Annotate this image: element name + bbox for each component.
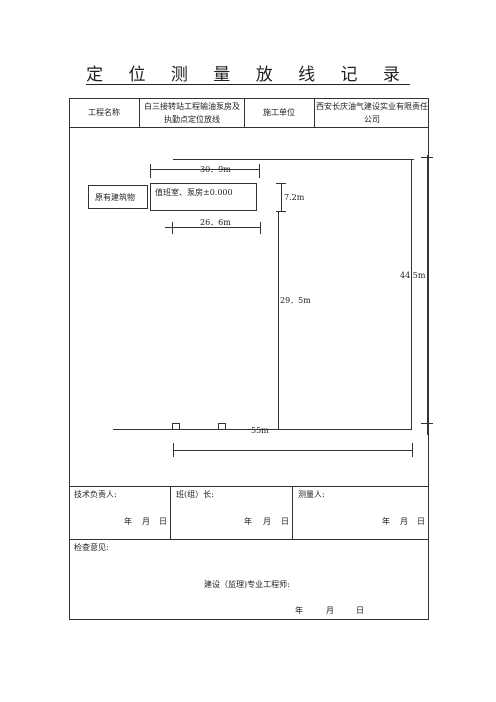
signature-divider-1 — [170, 486, 171, 539]
signature-divider-2 — [292, 486, 293, 539]
top-boundary-line — [173, 159, 414, 160]
page-title: 定 位 测 量 放 线 记 录 — [86, 65, 410, 85]
surveyor-day: 日 — [417, 517, 425, 526]
dim-label-26-6: 26．6m — [200, 218, 231, 227]
dim-label-29-5: 29．5m — [280, 296, 311, 305]
contractor-value: 西安长庆油气建设实业有限责任公司 — [316, 101, 428, 124]
record-form — [69, 98, 429, 620]
dim-tick-26-6-right — [260, 222, 261, 234]
dim-tick-55-right — [412, 443, 413, 457]
header-divider-2 — [244, 98, 245, 127]
team-lead-day: 日 — [281, 517, 289, 526]
duty-room-box — [150, 183, 257, 211]
supervising-engineer-label: 建设（监理)专业工程师: — [204, 580, 290, 589]
header-divider-1 — [139, 98, 140, 127]
dim-tick-7-2-bottom — [276, 211, 286, 212]
site-right-line — [411, 159, 412, 430]
header-divider-3 — [314, 98, 315, 127]
project-name-value: 白三接转站工程输油泵房及执勤点定位放线 — [144, 101, 240, 124]
dim-line-7-2 — [281, 183, 282, 211]
surveyor-month: 月 — [400, 517, 408, 526]
dim-label-55: 55m — [251, 426, 269, 435]
road-line — [113, 429, 278, 430]
site-bottom-line — [278, 429, 412, 430]
dim-tick-7-2-top — [276, 183, 286, 184]
tech-lead-day: 日 — [159, 517, 167, 526]
existing-building-box — [88, 185, 148, 209]
dim-tick-44-5-bottom — [421, 423, 433, 424]
dim-tick-26-6-left — [172, 222, 173, 234]
signature-top-line — [69, 486, 429, 487]
dim-tick-30-9-left — [150, 164, 151, 178]
existing-building-label: 原有建筑物 — [95, 193, 135, 202]
surveyor-year: 年 — [382, 517, 390, 526]
signature-bottom-line — [69, 539, 429, 540]
dim-line-55 — [173, 450, 412, 451]
dim-line-30-9 — [150, 169, 259, 170]
tech-lead-year: 年 — [124, 517, 132, 526]
inspection-day: 日 — [356, 606, 364, 615]
dim-tick-44-5-top — [421, 157, 433, 158]
dim-line-44-5 — [427, 155, 428, 435]
team-lead-month: 月 — [263, 517, 271, 526]
inspection-month: 月 — [326, 606, 334, 615]
team-lead-year: 年 — [244, 517, 252, 526]
project-name-label: 工程名称 — [88, 108, 120, 117]
inspection-label: 检查意见: — [74, 543, 109, 552]
tech-lead-month: 月 — [142, 517, 150, 526]
marker-left — [172, 423, 180, 430]
site-left-line — [278, 211, 279, 430]
dim-tick-30-9-right — [259, 164, 260, 178]
dim-line-26-6 — [165, 227, 260, 228]
marker-right — [218, 423, 226, 430]
contractor-label: 施工单位 — [263, 108, 295, 117]
inspection-year: 年 — [295, 606, 303, 615]
duty-room-label: 值班室、泵房±0.000 — [155, 188, 233, 197]
dim-label-30-9: 30．9m — [200, 165, 231, 174]
team-lead-label: 班(组）长: — [176, 490, 214, 499]
surveyor-label: 测量人: — [298, 490, 325, 499]
header-bottom-line — [69, 127, 429, 128]
dim-label-7-2: 7.2m — [284, 193, 305, 202]
dim-tick-55-left — [173, 443, 174, 457]
tech-lead-label: 技术负责人: — [74, 490, 117, 499]
dim-label-44-5: 44.5m — [400, 271, 426, 280]
